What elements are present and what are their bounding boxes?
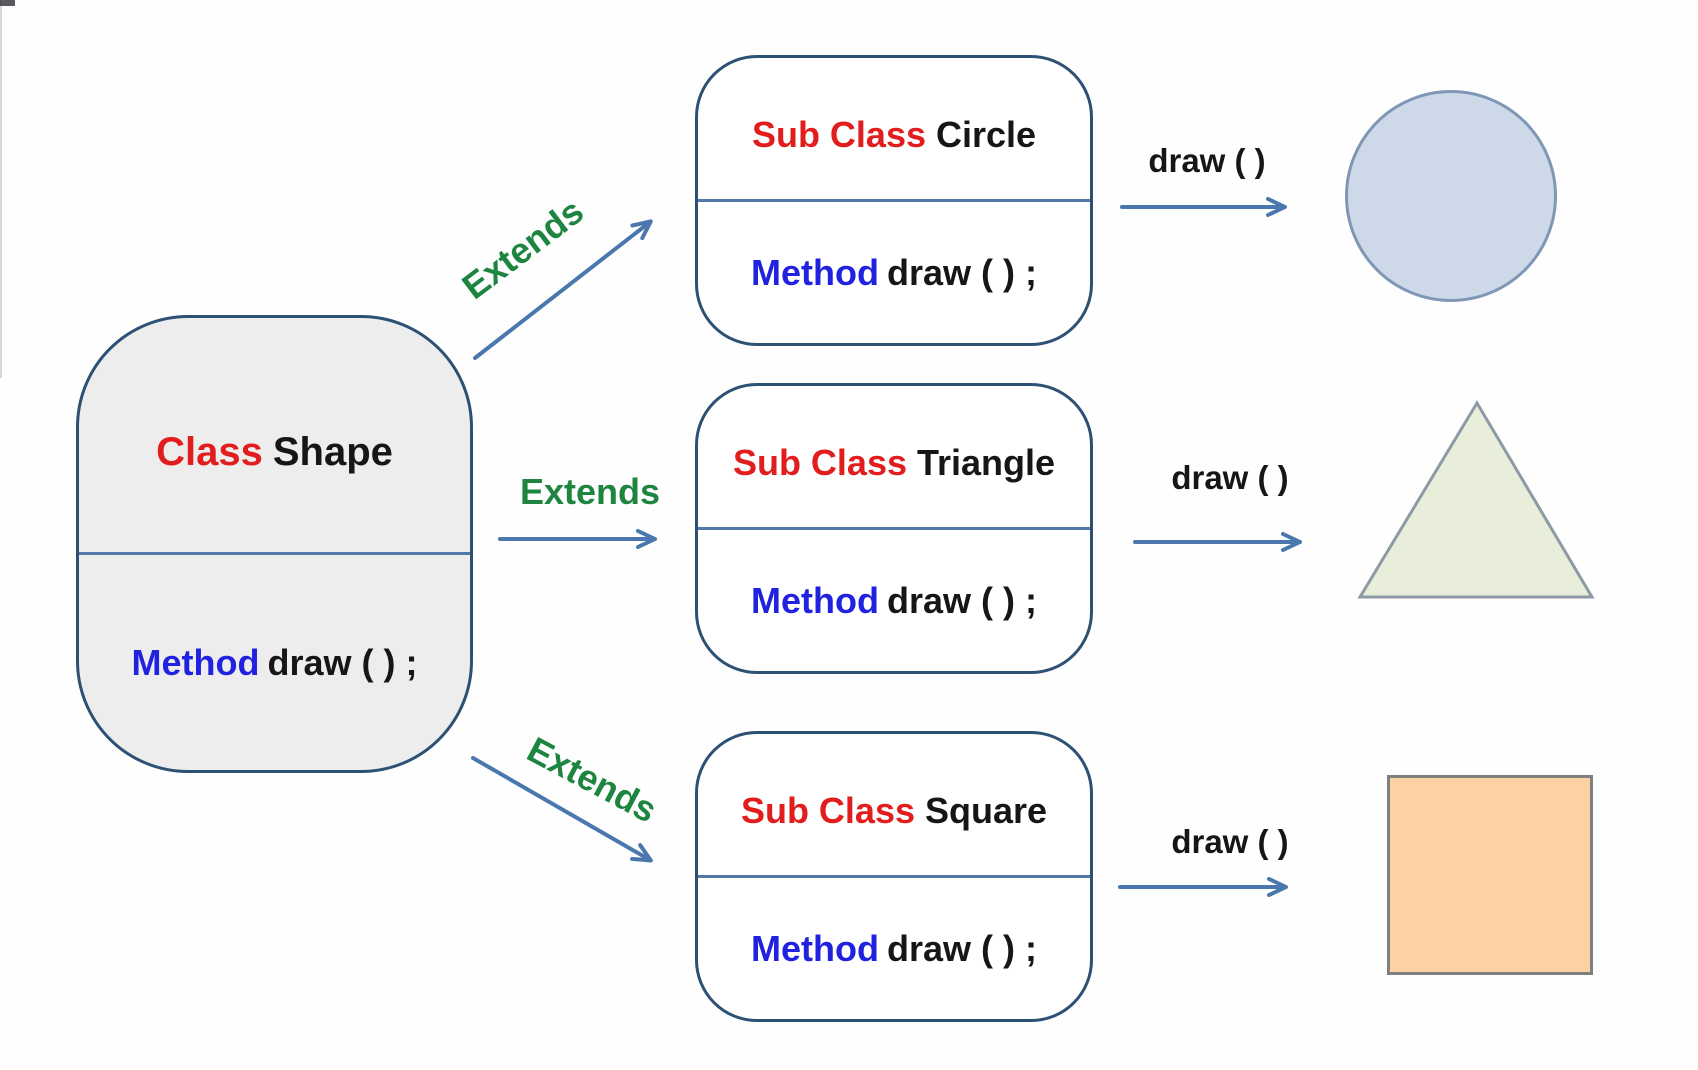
method-keyword: Method [751, 251, 879, 293]
method-body: draw ( ) ; [886, 579, 1037, 621]
subclass-keyword: Sub Class [740, 789, 915, 831]
subclass-keyword: Sub Class [732, 441, 907, 483]
subclass-keyword: Sub Class [751, 113, 926, 155]
method-keyword: Method [131, 641, 260, 683]
subclass-name: Circle [936, 113, 1037, 155]
draw-call-label-triangle: draw ( ) [1171, 459, 1289, 496]
draw-call-label-square: draw ( ) [1171, 823, 1289, 860]
extends-label-square: Extends [520, 728, 664, 831]
extends-label-triangle: Extends [519, 471, 661, 512]
subclass-name: Square [925, 789, 1048, 831]
extends-label-circle: Extends [454, 190, 591, 308]
draw-call-label-circle: draw ( ) [1148, 142, 1266, 179]
method-body: draw ( ) ; [886, 251, 1037, 293]
method-body: draw ( ) ; [267, 641, 418, 683]
triangle-polygon [1357, 400, 1595, 599]
method-keyword: Method [751, 579, 879, 621]
square-shape [1387, 775, 1593, 975]
top-left-corner-artifact [0, 0, 15, 6]
subclass-name: Triangle [917, 441, 1056, 483]
left-edge-artifact [0, 0, 2, 378]
circle-shape [1345, 90, 1557, 302]
method-body: draw ( ) ; [886, 927, 1037, 969]
class-keyword: Class [156, 429, 263, 474]
triangle-shape [1357, 400, 1595, 599]
class-name: Shape [272, 429, 393, 474]
method-keyword: Method [751, 927, 879, 969]
